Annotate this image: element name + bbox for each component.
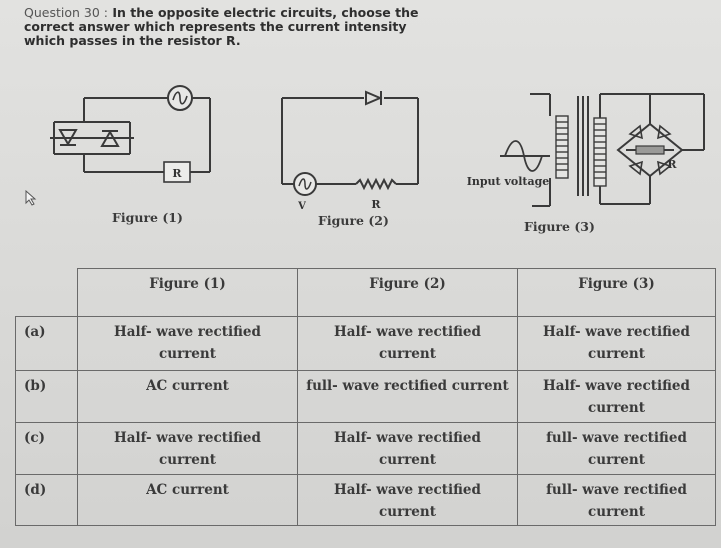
table-row: (c) Half- wave rectified current Half- w… bbox=[15, 422, 716, 475]
option-label: (c) bbox=[15, 422, 78, 475]
table-header-cell: Figure (2) bbox=[297, 268, 518, 317]
option-label: (a) bbox=[15, 316, 78, 371]
option-label: (b) bbox=[15, 370, 78, 423]
table-header-cell: Figure (1) bbox=[77, 268, 298, 317]
figure-2-caption: Figure (2) bbox=[318, 213, 389, 228]
table-header-cell: Figure (3) bbox=[517, 268, 716, 317]
svg-text:Input voltage: Input voltage bbox=[467, 175, 550, 188]
question-body: In the opposite electric circuits, choos… bbox=[24, 5, 419, 48]
table-cell: Half- wave rectified current bbox=[297, 316, 518, 371]
table-cell: AC current bbox=[77, 474, 298, 526]
answer-table: Figure (1) Figure (2) Figure (3) (a) Hal… bbox=[15, 268, 716, 526]
table-cell: full- wave rectified current bbox=[517, 422, 716, 475]
resistor-r-fig3 bbox=[635, 145, 665, 155]
option-label: (d) bbox=[15, 474, 78, 526]
figure-3-circuit: R Input voltage bbox=[467, 93, 705, 207]
table-cell: Half- wave rectified current bbox=[517, 316, 716, 371]
table-cell: Half- wave rectified current bbox=[77, 422, 298, 475]
svg-text:R: R bbox=[371, 198, 381, 211]
svg-text:V: V bbox=[297, 201, 306, 212]
table-cell: Half- wave rectified current bbox=[297, 474, 518, 526]
mouse-cursor-icon bbox=[25, 190, 37, 206]
table-row: (a) Half- wave rectified current Half- w… bbox=[15, 316, 716, 371]
table-cell: Half- wave rectified current bbox=[517, 370, 716, 423]
table-cell: AC current bbox=[77, 370, 298, 423]
table-cell: Half- wave rectified current bbox=[297, 422, 518, 475]
table-cell: full- wave rectified current bbox=[297, 370, 518, 423]
question-text: Question 30 : In the opposite electric c… bbox=[24, 6, 424, 48]
table-header-cell bbox=[15, 268, 78, 317]
table-cell: Half- wave rectified current bbox=[77, 316, 298, 371]
question-number: Question 30 : bbox=[24, 5, 108, 20]
resistor-r-fig1 bbox=[163, 161, 191, 183]
table-header-row: Figure (1) Figure (2) Figure (3) bbox=[15, 268, 716, 317]
table-row: (b) AC current full- wave rectified curr… bbox=[15, 370, 716, 423]
svg-text:R: R bbox=[667, 158, 677, 171]
table-row: (d) AC current Half- wave rectified curr… bbox=[15, 474, 716, 526]
figure-1-caption: Figure (1) bbox=[112, 210, 183, 225]
svg-text:R: R bbox=[172, 167, 182, 180]
figure-2-circuit: V R bbox=[281, 90, 419, 212]
figure-1-circuit: R bbox=[50, 85, 211, 183]
figure-3-caption: Figure (3) bbox=[524, 219, 595, 234]
table-cell: full- wave rectified current bbox=[517, 474, 716, 526]
